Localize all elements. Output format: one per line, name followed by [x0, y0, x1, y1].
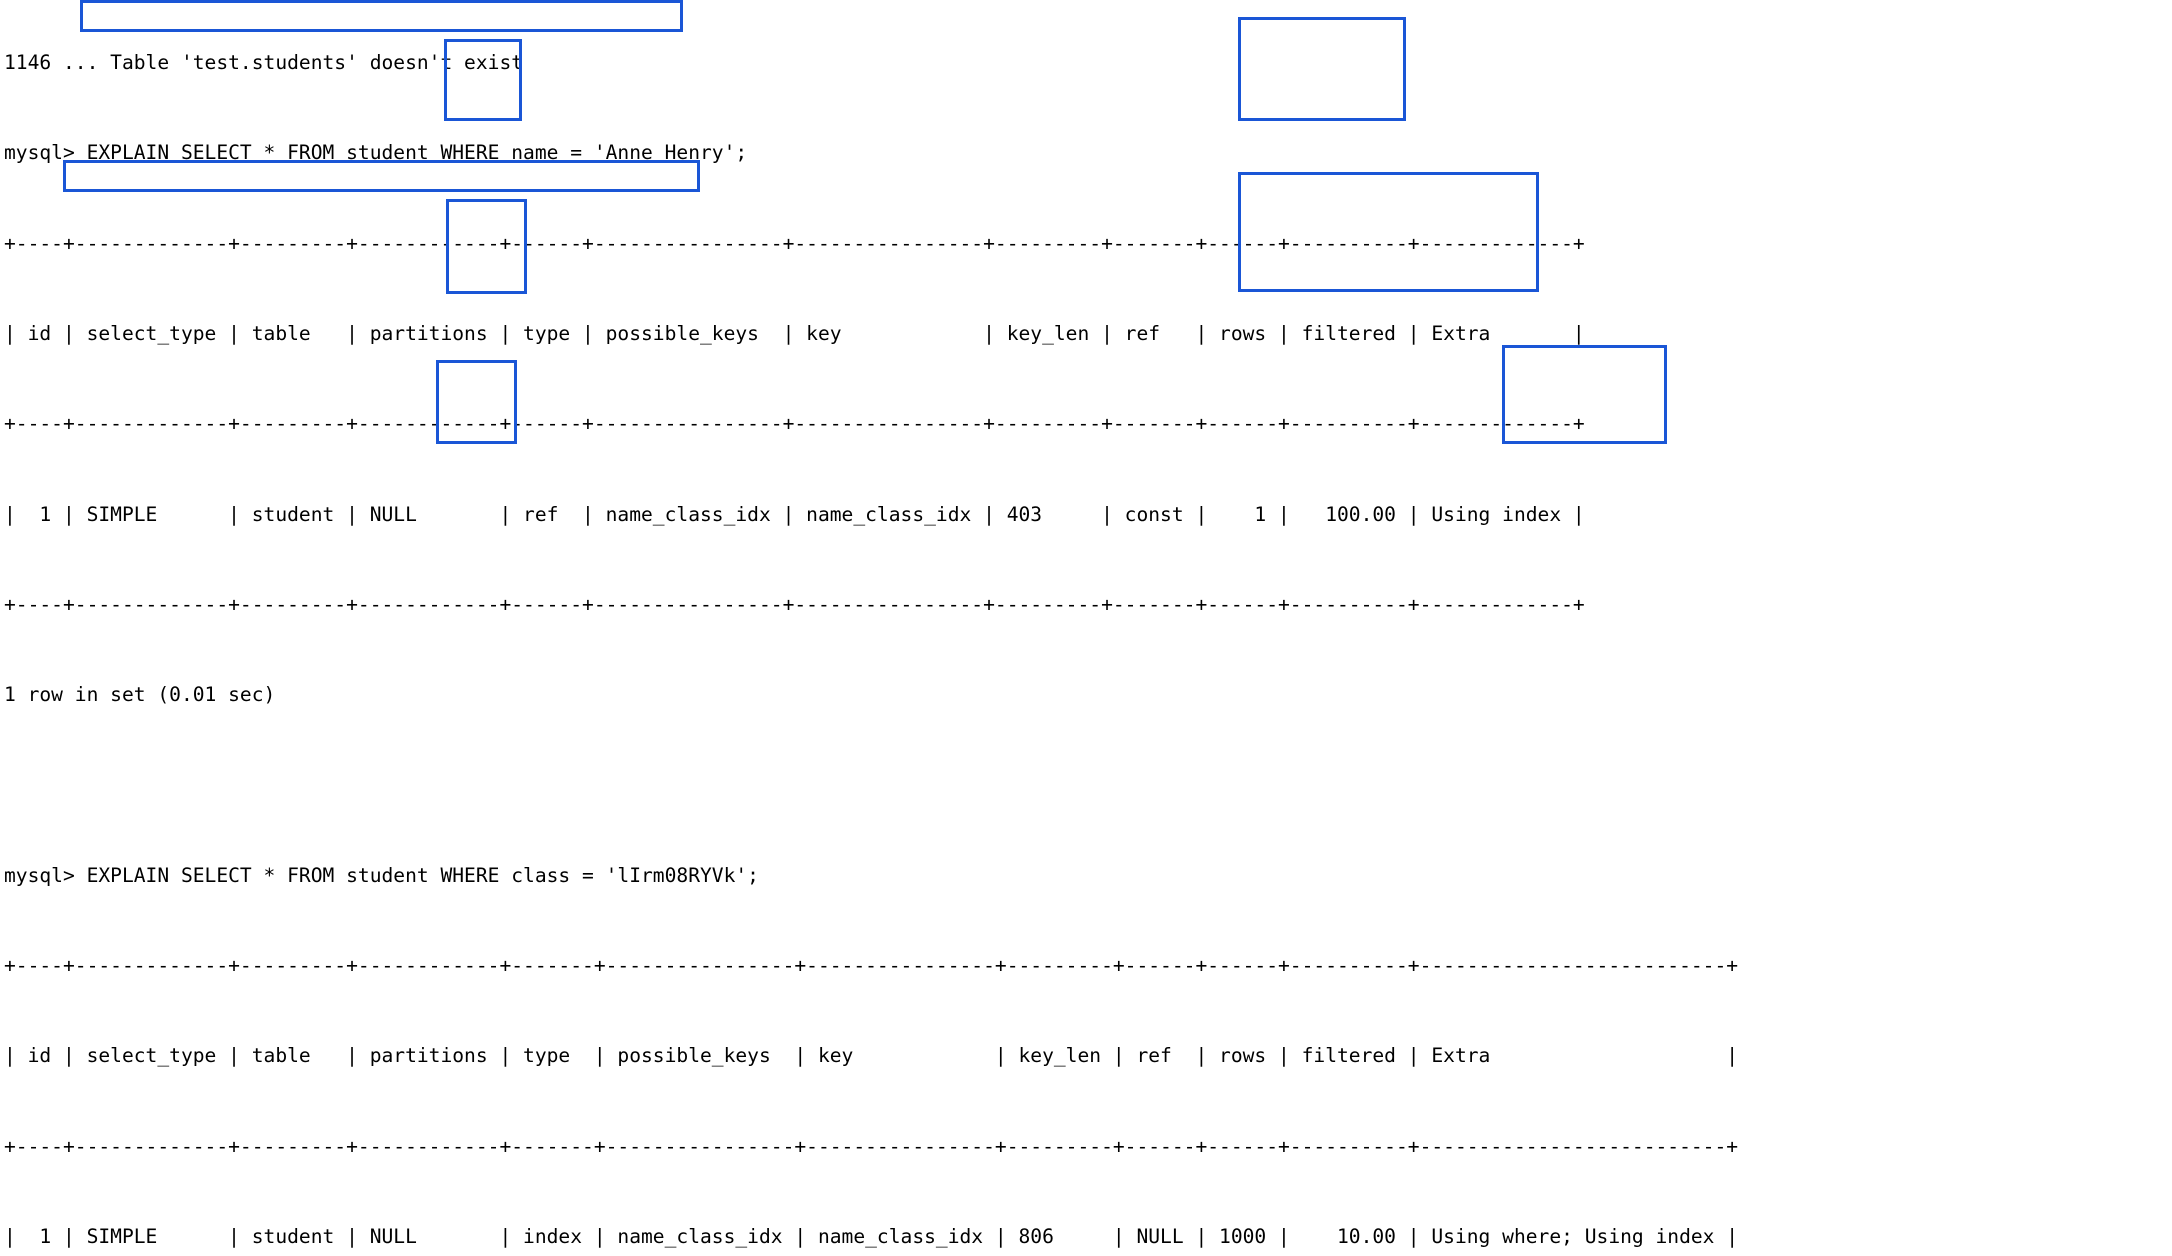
table-1-border-top: +----+-------------+---------+----------…: [4, 231, 1585, 255]
console-line-query-1: mysql> EXPLAIN SELECT * FROM student WHE…: [4, 141, 748, 165]
table-2-border-top: +----+-------------+---------+----------…: [4, 954, 1739, 977]
console-output: 1146 ... Table 'test.students' doesn't e…: [4, 0, 1738, 1256]
table-1-header-row: | id | select_type | table | partitions …: [4, 322, 1585, 346]
console-blank-1: [4, 770, 1738, 800]
console-line-partial-error: 1146 ... Table 'test.students' doesn't e…: [4, 51, 524, 75]
table-1-status: 1 row in set (0.01 sec): [4, 683, 276, 707]
table-2-data-row: | 1 | SIMPLE | student | NULL | index | …: [4, 1224, 1739, 1248]
console-line-query-2: mysql> EXPLAIN SELECT * FROM student WHE…: [4, 863, 759, 887]
table-1-border-mid: +----+-------------+---------+----------…: [4, 412, 1585, 436]
table-2-header-row: | id | select_type | table | partitions …: [4, 1044, 1739, 1068]
table-1-border-bottom: +----+-------------+---------+----------…: [4, 592, 1585, 616]
table-2-border-mid: +----+-------------+---------+----------…: [4, 1134, 1739, 1158]
table-1-data-row: | 1 | SIMPLE | student | NULL | ref | na…: [4, 502, 1585, 526]
